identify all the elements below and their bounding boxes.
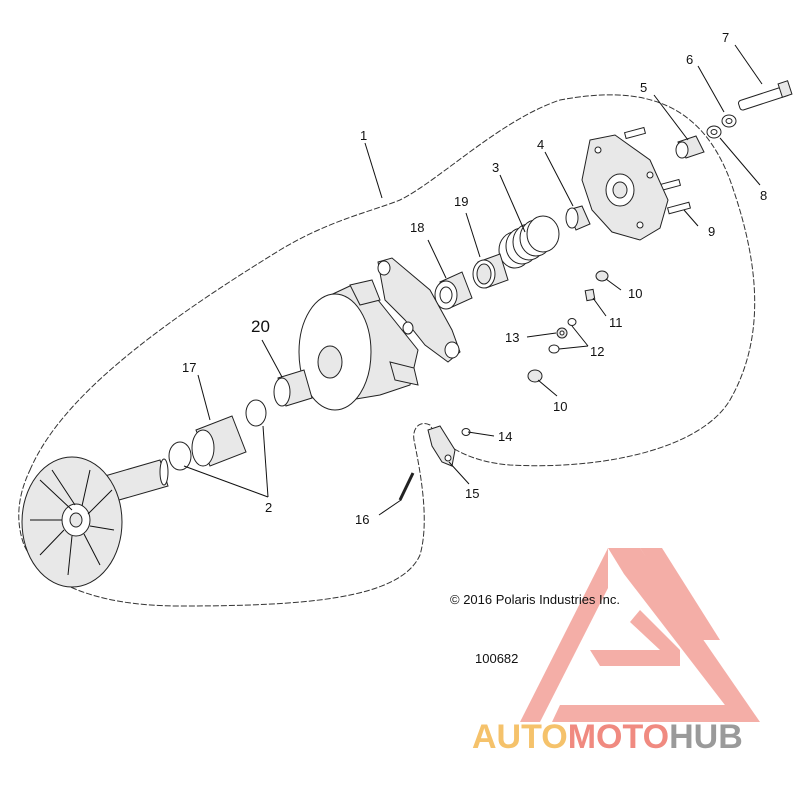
spider-assembly <box>377 257 461 363</box>
fixed-sheave <box>21 456 169 588</box>
copyright-text: © 2016 Polaris Industries Inc. <box>450 592 620 607</box>
bolt-7 <box>738 80 793 111</box>
callout-6: 6 <box>686 52 693 67</box>
callout-labels: 1 2 3 4 5 6 7 8 9 10 10 11 12 13 14 15 1… <box>182 30 767 527</box>
bolt-9 <box>623 126 692 215</box>
pin-11 <box>584 288 596 302</box>
roller-10-bottom <box>527 369 543 383</box>
bearing-18 <box>434 271 473 310</box>
callout-13: 13 <box>505 330 519 345</box>
figure-number: 100682 <box>475 651 518 666</box>
leader-lines <box>183 44 763 516</box>
callout-2: 2 <box>265 500 272 515</box>
assembly-outline <box>18 94 756 607</box>
callout-5: 5 <box>640 80 647 95</box>
watermark-text: AUTOMOTOHUB <box>472 718 743 756</box>
washer-6 <box>721 114 737 128</box>
roller-10-top <box>595 270 609 282</box>
sleeve-17 <box>191 415 247 467</box>
callout-19: 19 <box>454 194 468 209</box>
washer-8 <box>706 125 722 139</box>
roller-13 <box>556 327 568 339</box>
spring-3 <box>498 215 560 269</box>
callout-9: 9 <box>708 224 715 239</box>
callout-20: 20 <box>251 317 270 336</box>
bushing-5 <box>675 135 705 159</box>
watermark-moto: MOTO <box>568 718 669 756</box>
callout-17: 17 <box>182 360 196 375</box>
callout-11: 11 <box>609 315 623 330</box>
callout-18: 18 <box>410 220 424 235</box>
cover-plate-4 <box>581 134 669 241</box>
moveable-sheave <box>298 279 419 411</box>
callout-10-top: 10 <box>628 286 642 301</box>
callout-3: 3 <box>492 160 499 175</box>
watermark-auto: AUTO <box>472 718 568 756</box>
callout-16: 16 <box>355 512 369 527</box>
callout-14: 14 <box>498 429 512 444</box>
ring-19 <box>472 253 509 289</box>
callout-7: 7 <box>722 30 729 45</box>
callout-12: 12 <box>590 344 604 359</box>
pin-16 <box>398 472 415 501</box>
callout-1: 1 <box>360 128 367 143</box>
callout-4: 4 <box>537 137 544 152</box>
bushing-20 <box>273 369 313 407</box>
bushing-4 <box>565 205 591 231</box>
ring-2 <box>168 399 267 471</box>
callout-15: 15 <box>465 486 479 501</box>
weight-15 <box>427 425 456 467</box>
watermark-hub: HUB <box>669 718 743 756</box>
callout-8: 8 <box>760 188 767 203</box>
watermark-logo <box>520 548 760 722</box>
callout-10-bottom: 10 <box>553 399 567 414</box>
